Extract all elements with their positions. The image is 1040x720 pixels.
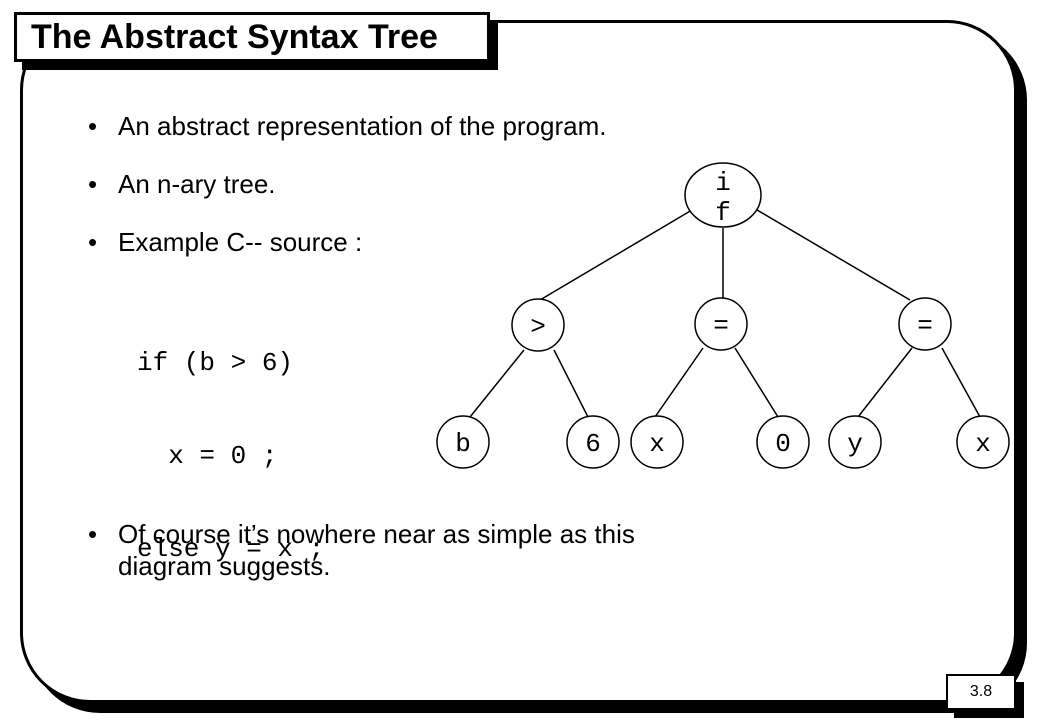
tree-leaf (828, 415, 882, 469)
tree-leaf (566, 415, 620, 469)
tree-edge (654, 347, 704, 418)
tree-edge (734, 347, 779, 418)
tree-edge (751, 206, 911, 301)
code-block: if (b > 6) x = 0 ; else y = x ; (137, 286, 324, 596)
tree-node-root (684, 162, 762, 228)
bullet-item: • An n-ary tree. (88, 168, 276, 200)
tree-leaf (756, 415, 810, 469)
title-box: The Abstract Syntax Tree (14, 12, 490, 62)
tree-node-label: > (530, 312, 546, 342)
page-number: 3.8 (969, 683, 993, 700)
tree-node-label: x (649, 429, 665, 459)
tree-edge (941, 347, 981, 418)
bullet-text: An n-ary tree. (118, 169, 276, 199)
slide-frame (20, 20, 1017, 703)
tree-leaf (630, 415, 684, 469)
tree-node-label: b (455, 429, 471, 459)
tree-node-label: y (847, 429, 863, 459)
tree-edge (553, 349, 589, 418)
tree-leaf (436, 415, 490, 469)
bullet-text: An abstract representation of the progra… (118, 111, 607, 141)
tree-node (511, 298, 565, 352)
tree-edge (469, 349, 525, 418)
tree-node-label: = (917, 311, 933, 341)
bullet-item: • Of course it’s nowhere near as simple … (88, 518, 635, 582)
bullet-marker: • (88, 169, 98, 199)
bullet-text: Example C-- source : (118, 227, 363, 257)
tree-node-label: 6 (585, 429, 601, 459)
tree-node-label: f (715, 198, 731, 228)
bullet-item: • Example C-- source : (88, 226, 362, 258)
bullet-marker: • (88, 519, 98, 549)
code-line: if (b > 6) (137, 348, 294, 378)
tree-edge (857, 347, 913, 418)
bullet-text-line: diagram suggests. (118, 551, 331, 581)
tree-node-label: x (975, 429, 991, 459)
tree-node (694, 297, 748, 351)
slide-title: The Abstract Syntax Tree (31, 17, 438, 56)
code-line: else y = x ; (137, 534, 325, 564)
bullet-text-line: Of course it’s nowhere near as simple as… (118, 519, 635, 549)
tree-node (898, 297, 952, 351)
tree-node-label: i (715, 168, 731, 198)
tree-edge (539, 206, 698, 301)
page-number-box: 3.8 (946, 674, 1016, 710)
tree-leaf (956, 415, 1010, 469)
bullet-marker: • (88, 227, 98, 257)
bullet-marker: • (88, 111, 98, 141)
code-line: x = 0 ; (137, 441, 278, 471)
tree-node-label: 0 (775, 429, 791, 459)
bullet-item: • An abstract representation of the prog… (88, 110, 607, 142)
tree-node-label: = (713, 311, 729, 341)
